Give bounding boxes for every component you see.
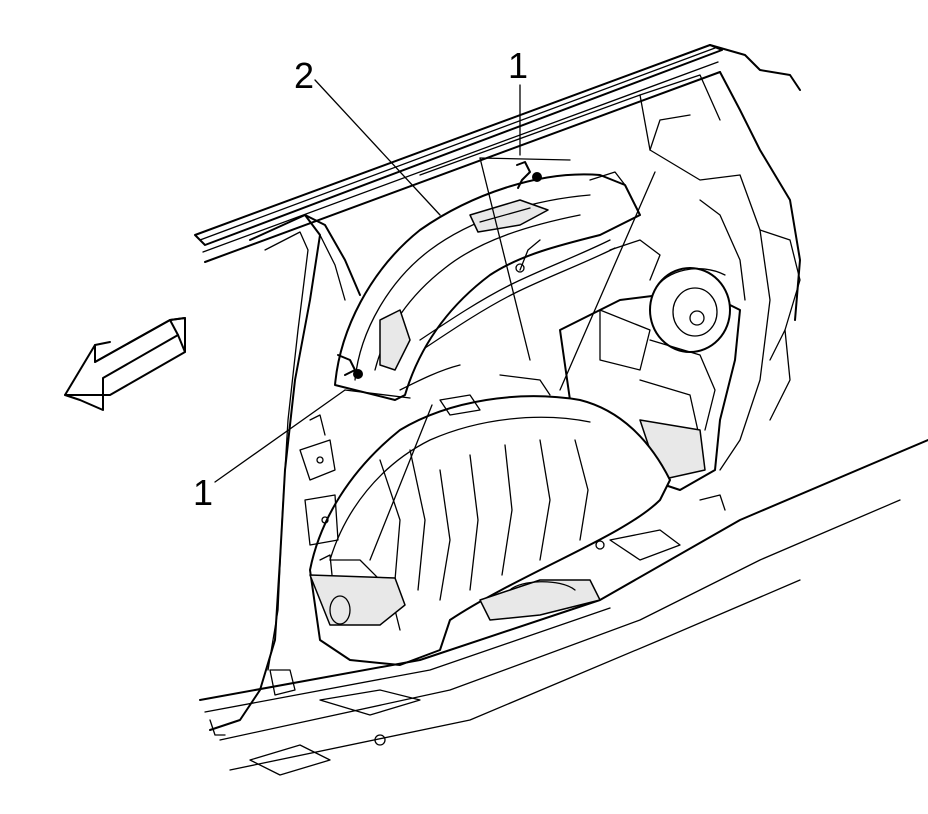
hvac-module [559,199,746,491]
callout-1-left: 1 [193,472,213,513]
lower-trim-details [299,414,339,576]
wiring-harness [399,239,616,391]
leader-lines [214,79,656,561]
callout-2: 2 [294,55,314,96]
upper-wheelhouse-panel [334,161,641,401]
callout-1-top: 1 [508,45,528,86]
lower-wheelhouse [309,374,671,666]
direction-arrow-icon [64,317,186,411]
floor-pan [199,439,928,776]
roof-rail [194,44,801,321]
body-pillar [209,214,361,731]
quarter-inner-panel [419,74,801,471]
